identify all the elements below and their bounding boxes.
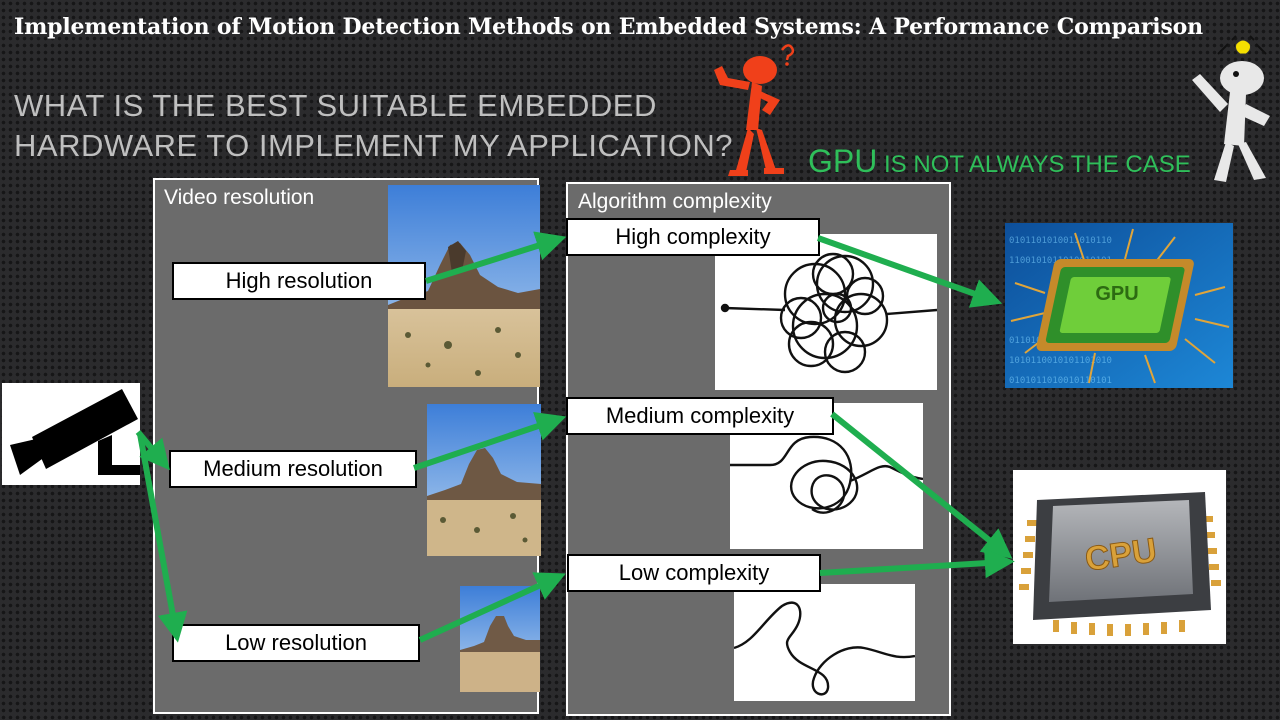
- gpu-chip-icon: 0101101010011010110 1100101011010010101 …: [1005, 223, 1233, 388]
- low-complexity-box: Low complexity: [567, 554, 821, 592]
- svg-text:0101011010010110101: 0101011010010110101: [1009, 376, 1112, 386]
- resolution-panel-title: Video resolution: [164, 186, 315, 209]
- low-complexity-scribble: [734, 584, 915, 701]
- question-line-1: What is the best suitable embedded: [14, 88, 657, 123]
- thinking-figure-icon: [700, 30, 810, 180]
- question-text: What is the best suitable embedded hardw…: [14, 86, 733, 166]
- svg-text:0101101010011010110: 0101101010011010110: [1009, 236, 1112, 246]
- desert-photo-medium: [427, 404, 541, 556]
- gpu-note-prefix: GPU: [808, 143, 878, 179]
- security-camera-icon: [2, 383, 140, 485]
- arrow-camera-to-low: [137, 433, 188, 643]
- arrow-high-complexity-to-gpu: [816, 235, 1003, 308]
- medium-resolution-box: Medium resolution: [169, 450, 417, 488]
- cpu-chip-icon: CPU: [1013, 470, 1226, 644]
- slide-title: Implementation of Motion Detection Metho…: [14, 14, 1203, 40]
- complexity-panel-title: Algorithm complexity: [578, 190, 772, 213]
- question-line-2: hardware to implement my application?: [14, 128, 734, 163]
- high-complexity-scribble: [715, 234, 937, 390]
- medium-complexity-box: Medium complexity: [566, 397, 834, 435]
- desert-photo-high: [388, 185, 540, 387]
- svg-text:1010110010101101010: 1010110010101101010: [1009, 356, 1112, 366]
- idea-figure-icon: [1170, 34, 1280, 184]
- high-resolution-box: High resolution: [172, 262, 426, 300]
- arrow-medium-res-to-medium-complexity: [413, 411, 567, 471]
- arrow-high-res-to-high-complexity: [425, 231, 567, 284]
- arrow-low-res-to-low-complexity: [418, 572, 566, 643]
- arrow-medium-complexity-to-cpu: [830, 411, 1013, 559]
- arrow-low-complexity-to-cpu: [819, 548, 1015, 579]
- gpu-note-rest: is not always the case: [877, 151, 1191, 178]
- gpu-chip-label: GPU: [1095, 283, 1138, 305]
- high-complexity-box: High complexity: [566, 218, 820, 256]
- gpu-note: GPU is not always the case: [808, 143, 1191, 180]
- low-resolution-box: Low resolution: [172, 624, 420, 662]
